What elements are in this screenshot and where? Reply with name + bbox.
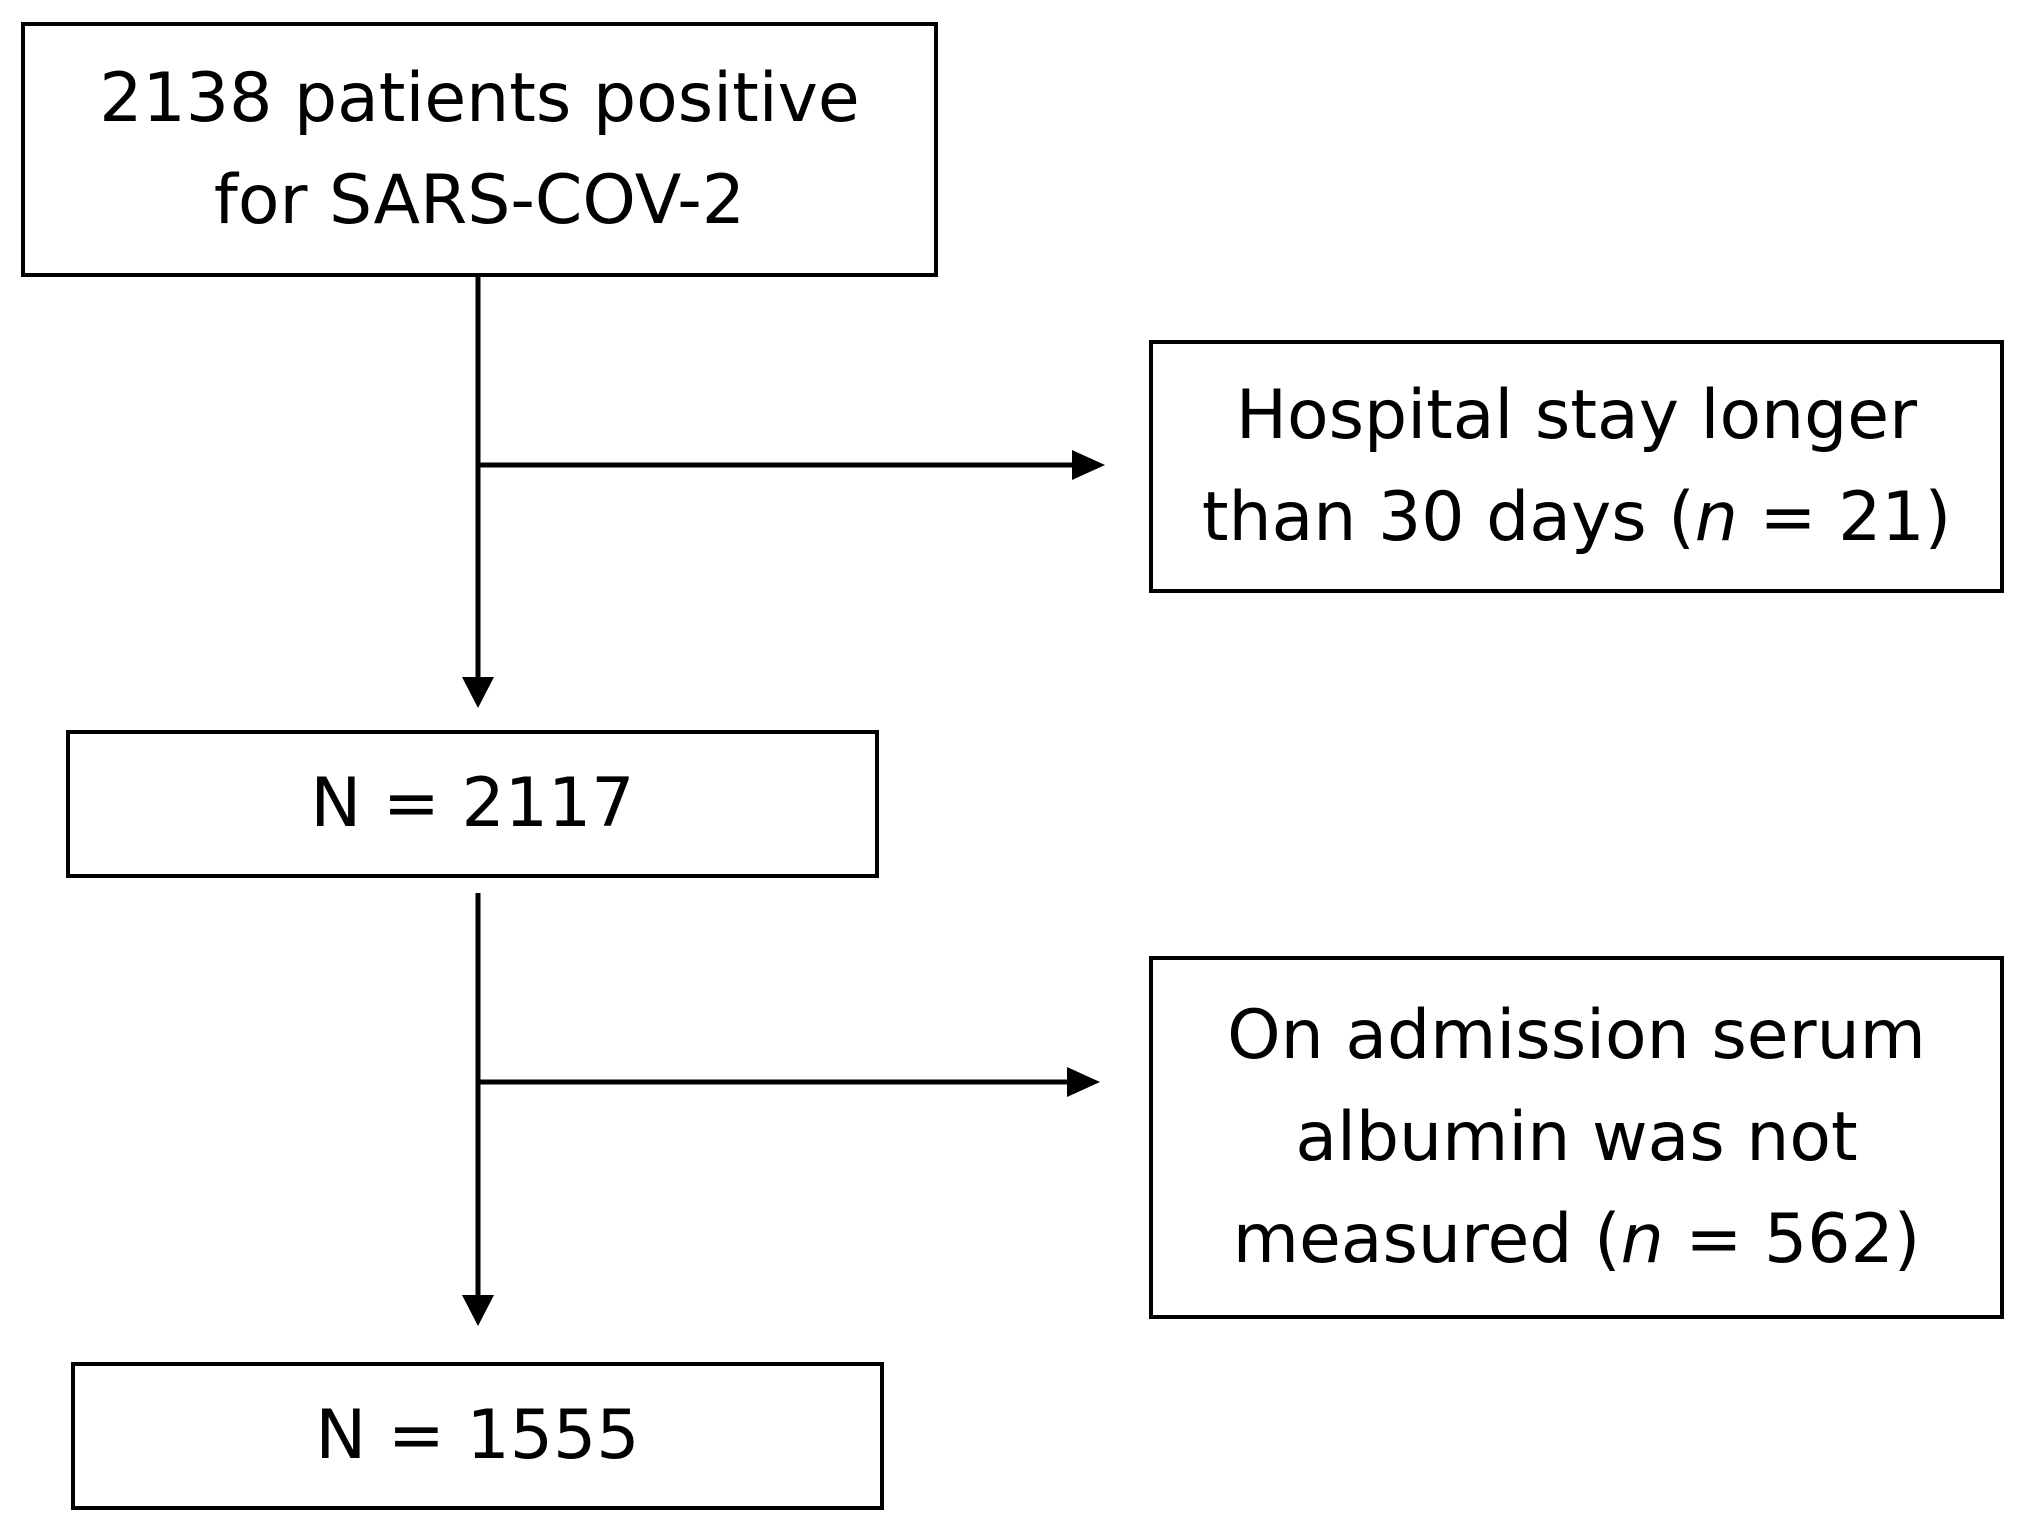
exclusion-2-line-1: On admission serum <box>1227 995 1926 1075</box>
exclusion-box-hospital-stay: Hospital stay longer than 30 days (n = 2… <box>1149 340 2004 593</box>
n-symbol: n <box>1694 477 1738 557</box>
arrowhead-exclusion1 <box>1072 450 1105 480</box>
count-box-1555: N = 1555 <box>71 1362 884 1510</box>
start-box: 2138 patients positive for SARS-COV-2 <box>21 22 938 277</box>
count-box-2117: N = 2117 <box>66 730 879 878</box>
arrowhead-exclusion2 <box>1067 1067 1100 1097</box>
arrowhead-count1 <box>462 677 494 708</box>
start-box-line-2: for SARS-COV-2 <box>213 160 746 240</box>
start-box-line-1: 2138 patients positive <box>99 58 860 138</box>
arrowhead-count2 <box>462 1295 494 1326</box>
count-box-1-text: N = 2117 <box>310 764 635 843</box>
exclusion-box-albumin: On admission serum albumin was not measu… <box>1149 956 2004 1319</box>
exclusion-1-line-2: than 30 days (n = 21) <box>1201 477 1952 557</box>
count-box-2-text: N = 1555 <box>315 1396 640 1475</box>
exclusion-2-line-2: albumin was not <box>1295 1097 1858 1177</box>
n-symbol: n <box>1620 1199 1664 1279</box>
exclusion-1-line-1: Hospital stay longer <box>1235 375 1918 455</box>
exclusion-2-line-3: measured (n = 562) <box>1232 1199 1921 1279</box>
